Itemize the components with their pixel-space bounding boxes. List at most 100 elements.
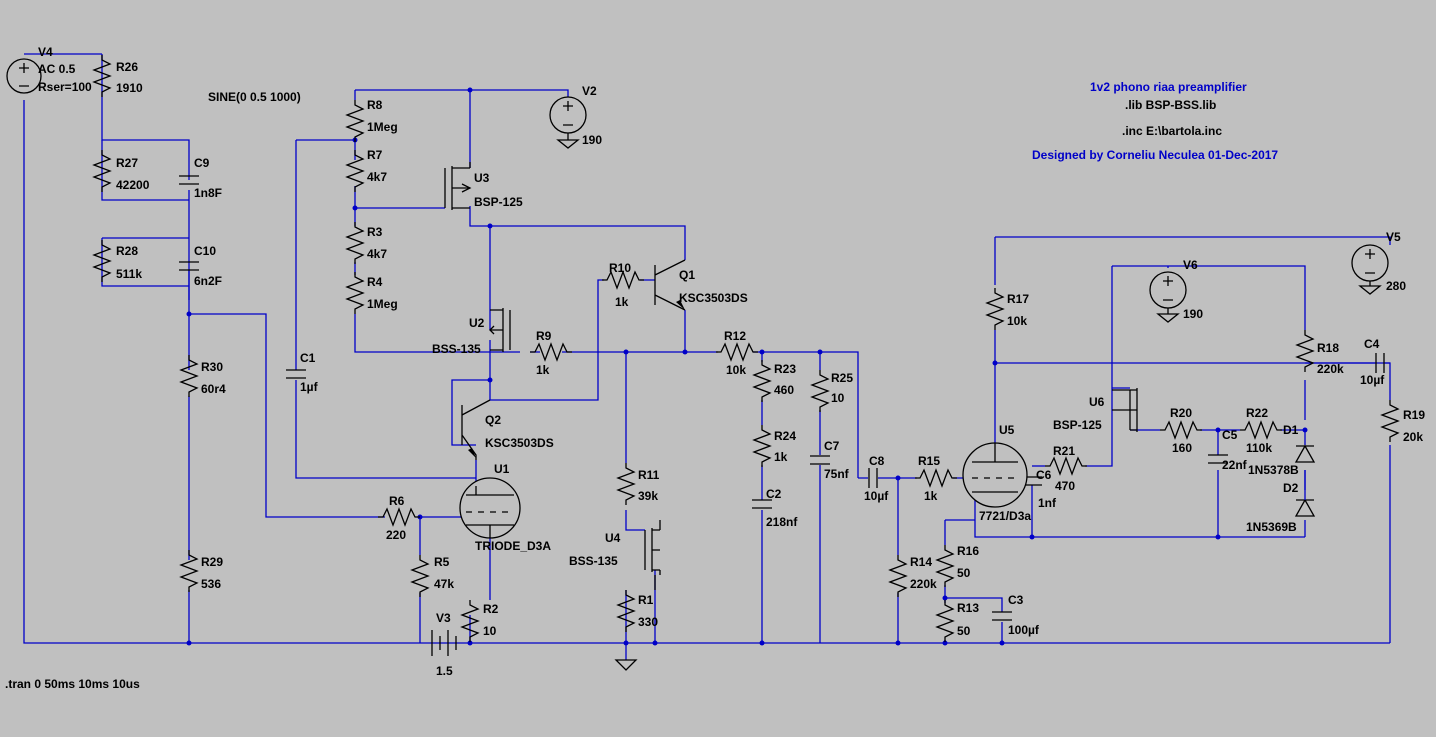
bjt-symbols [461, 259, 686, 460]
r19-value: 20k [1403, 430, 1423, 444]
triode-symbols [459, 442, 1028, 539]
r16-value: 50 [957, 566, 971, 580]
r1-label: R1 [638, 593, 654, 607]
v4-ac: AC 0.5 [38, 62, 76, 76]
r2-value: 10 [483, 624, 497, 638]
sine-spec: SINE(0 0.5 1000) [208, 90, 301, 104]
u1-label: U1 [494, 462, 510, 476]
v4-label: V4 [38, 45, 53, 59]
q2-label: Q2 [485, 413, 501, 427]
capacitor-symbols [179, 175, 1385, 621]
r11-value: 39k [638, 489, 658, 503]
tran-directive: .tran 0 50ms 10ms 10us [5, 677, 140, 691]
r15-label: R15 [918, 454, 940, 468]
r6-label: R6 [389, 494, 405, 508]
c8-value: 10µf [864, 489, 889, 503]
u4-label: U4 [605, 531, 621, 545]
u2-label: U2 [469, 316, 485, 330]
u6-model: BSP-125 [1053, 418, 1102, 432]
r12-label: R12 [724, 329, 746, 343]
r17-label: R17 [1007, 292, 1029, 306]
v6-source-symbol [1149, 271, 1187, 323]
lib-directive: .lib BSP-BSS.lib [1125, 98, 1216, 112]
r9-value: 1k [536, 363, 550, 377]
r18-value: 220k [1317, 362, 1344, 376]
c9-value: 1n8F [194, 186, 222, 200]
r5-value: 47k [434, 577, 454, 591]
r8-value: 1Meg [367, 120, 398, 134]
r3-label: R3 [367, 225, 383, 239]
c1-label: C1 [300, 351, 316, 365]
wires [23, 53, 1391, 644]
r27-value: 42200 [116, 178, 150, 192]
r19-label: R19 [1403, 408, 1425, 422]
c3-label: C3 [1008, 593, 1024, 607]
r30-value: 60r4 [201, 382, 226, 396]
r13-label: R13 [957, 601, 979, 615]
junction-dots [186, 87, 1308, 646]
designer-credit: Designed by Corneliu Neculea 01-Dec-2017 [1032, 148, 1278, 162]
r10-label: R10 [609, 261, 631, 275]
r21-label: R21 [1053, 444, 1075, 458]
q2-model: KSC3503DS [485, 436, 554, 450]
u5-triode-symbol [962, 442, 1028, 508]
diode-symbols [1294, 444, 1316, 517]
u3-model: BSP-125 [474, 195, 523, 209]
r12-value: 10k [726, 363, 746, 377]
c2-value: 218nf [766, 515, 798, 529]
v2-label: V2 [582, 84, 597, 98]
r3-value: 4k7 [367, 247, 387, 261]
d2-label: D2 [1283, 481, 1299, 495]
u1-triode-symbol [459, 477, 521, 539]
r4-value: 1Meg [367, 297, 398, 311]
c10-value: 6n2F [194, 274, 222, 288]
r5-label: R5 [434, 555, 450, 569]
r4-label: R4 [367, 275, 383, 289]
r25-label: R25 [831, 371, 853, 385]
r23-value: 460 [774, 383, 794, 397]
c7-value: 75nf [824, 467, 850, 481]
r25-value: 10 [831, 391, 845, 405]
c1-value: 1µf [300, 380, 319, 394]
r22-value: 110k [1246, 441, 1272, 455]
v4-source-symbol [6, 58, 42, 94]
r27-label: R27 [116, 156, 138, 170]
u5-label: U5 [999, 423, 1015, 437]
r13-value: 50 [957, 624, 971, 638]
r29-label: R29 [201, 555, 223, 569]
c6-value: 1nf [1038, 496, 1057, 510]
v2-value: 190 [582, 133, 602, 147]
r21-value: 470 [1055, 479, 1075, 493]
c4-value: 10µf [1360, 373, 1385, 387]
r2-label: R2 [483, 602, 499, 616]
v5-value: 280 [1386, 279, 1406, 293]
c2-label: C2 [766, 487, 782, 501]
v5-label: V5 [1386, 230, 1401, 244]
r29-value: 536 [201, 577, 221, 591]
u1-model: TRIODE_D3A [475, 539, 551, 553]
u5-model: 7721/D3a [979, 509, 1031, 523]
u2-model: BSS-135 [432, 342, 481, 356]
mosfet-symbols [444, 162, 1138, 590]
c7-label: C7 [824, 439, 840, 453]
c5-label: C5 [1222, 428, 1238, 442]
u4-model: BSS-135 [569, 554, 618, 568]
r7-value: 4k7 [367, 170, 387, 184]
c5-value: 22nf [1222, 458, 1248, 472]
u6-label: U6 [1089, 395, 1105, 409]
r1-value: 330 [638, 615, 658, 629]
r7-label: R7 [367, 148, 383, 162]
v2-source-symbol [549, 96, 587, 149]
r20-label: R20 [1170, 406, 1192, 420]
u3-label: U3 [474, 171, 490, 185]
d2-model: 1N5369B [1246, 520, 1297, 534]
q1-model: KSC3503DS [679, 291, 748, 305]
r6-value: 220 [386, 528, 406, 542]
r23-label: R23 [774, 362, 796, 376]
r8-label: R8 [367, 98, 383, 112]
r11-label: R11 [638, 468, 660, 482]
r16-label: R16 [957, 544, 979, 558]
resistor-symbols [92, 55, 1400, 642]
r20-value: 160 [1172, 441, 1192, 455]
r30-label: R30 [201, 360, 223, 374]
